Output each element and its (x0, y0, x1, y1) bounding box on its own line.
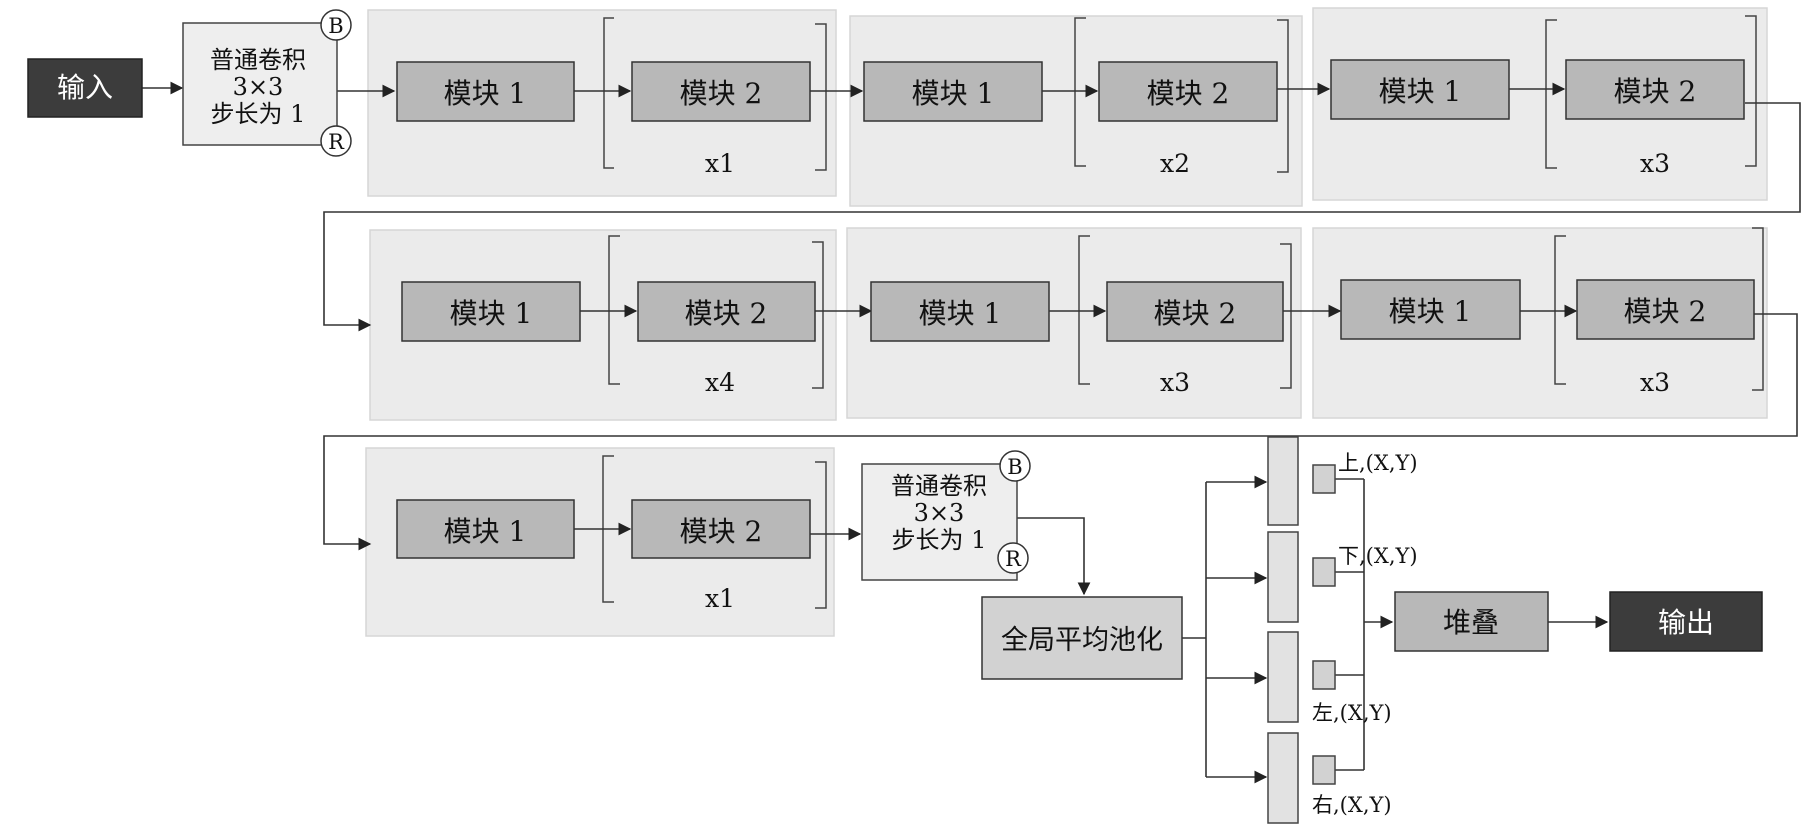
badge-r-icon (997, 542, 1029, 574)
module-blocks: 模块 1 模块 2 模块 1 模块 2 模块 1 模块 2 模块 1 模块 2 … (396, 59, 1755, 559)
bracket-left-5 (1078, 235, 1090, 385)
stage-5-module-1: 模块 1 (919, 297, 1002, 330)
badge-b: B (328, 14, 343, 38)
fc-bar-right (1267, 732, 1299, 824)
output-label: 输出 (1658, 606, 1714, 639)
bracket-right-7 (815, 461, 827, 609)
repeat-label-4: x4 (705, 368, 735, 397)
fc-out-up (1312, 464, 1336, 494)
bracket-left-4 (608, 235, 620, 385)
conv-line-3: 步长为 1 (211, 100, 306, 128)
stage-1-module-1: 模块 1 (444, 77, 527, 110)
stage-7-module-2: 模块 2 (680, 515, 763, 548)
fc-out-right (1312, 755, 1336, 785)
branch-label-right: 右,(X,Y) (1312, 793, 1392, 817)
badge-r: R (328, 130, 345, 154)
fc-bars (1267, 436, 1299, 824)
fc-small-outputs (1312, 464, 1336, 785)
stage-2-module-2: 模块 2 (1147, 77, 1230, 110)
stage-6-module-1: 模块 1 (1389, 295, 1472, 328)
bracket-right-6 (1752, 227, 1764, 391)
stage-4-module-2: 模块 2 (685, 297, 768, 330)
output-block: 输出 (1609, 591, 1763, 652)
conv-line-2: 3×3 (914, 499, 965, 527)
fc-bar-left (1267, 631, 1299, 723)
fc-out-left (1312, 660, 1336, 690)
stage-6-module-2: 模块 2 (1624, 295, 1707, 328)
stack-label: 堆叠 (1443, 606, 1499, 639)
bracket-right-4 (812, 241, 824, 389)
fc-bar-down (1267, 531, 1299, 623)
badge-r-icon (320, 125, 352, 157)
repeat-label-3: x3 (1640, 149, 1670, 178)
conv-block-1: 普通卷积 3×3 步长为 1 B R (182, 9, 352, 157)
conv-line-3: 步长为 1 (892, 526, 987, 554)
badge-r: R (1005, 547, 1022, 571)
repeat-label-6: x3 (1640, 368, 1670, 397)
bracket-right-5 (1280, 243, 1292, 389)
bracket-left-2 (1074, 17, 1086, 167)
repeat-labels: x1 x2 x3 x4 x3 x3 x1 (705, 149, 1670, 613)
branch-label-up: 上,(X,Y) (1338, 451, 1418, 475)
repeat-brackets (602, 15, 1764, 609)
stage-7-module-1: 模块 1 (444, 515, 527, 548)
connectors (142, 81, 1801, 784)
conv-line-1: 普通卷积 (210, 46, 306, 74)
repeat-label-2: x2 (1160, 149, 1190, 178)
stack-block: 堆叠 (1394, 591, 1549, 652)
branch-label-down: 下,(X,Y) (1338, 544, 1418, 568)
repeat-label-5: x3 (1160, 368, 1190, 397)
bracket-right-3 (1745, 15, 1757, 167)
stage-1-module-2: 模块 2 (680, 77, 763, 110)
input-label: 输入 (57, 71, 113, 104)
stage-2-module-1: 模块 1 (912, 77, 995, 110)
branch-labels: 上,(X,Y) 下,(X,Y) 左,(X,Y) 右,(X,Y) (1312, 451, 1418, 817)
input-block: 输入 (27, 58, 143, 118)
bracket-left-6 (1554, 235, 1566, 385)
badge-b-icon (320, 9, 352, 41)
bracket-right-1 (815, 23, 827, 171)
repeat-label-7: x1 (705, 584, 735, 613)
conv-line-1: 普通卷积 (891, 472, 987, 500)
stage-3-module-1: 模块 1 (1379, 75, 1462, 108)
conv-line-2: 3×3 (233, 73, 284, 101)
bracket-left-1 (603, 17, 614, 169)
stage-5-module-2: 模块 2 (1154, 297, 1237, 330)
stage-4-module-1: 模块 1 (450, 297, 533, 330)
fc-out-down (1312, 557, 1336, 587)
badge-b: B (1007, 455, 1022, 479)
gap-label: 全局平均池化 (1001, 625, 1163, 656)
gap-block: 全局平均池化 (981, 596, 1183, 680)
repeat-label-1: x1 (705, 149, 735, 178)
stage-3-module-2: 模块 2 (1614, 75, 1697, 108)
fc-bar-up (1267, 436, 1299, 526)
conv-block-2: 普通卷积 3×3 步长为 1 B R (861, 450, 1031, 581)
branch-label-left: 左,(X,Y) (1312, 701, 1392, 725)
badge-b-icon (999, 450, 1031, 482)
bracket-right-2 (1277, 19, 1289, 173)
bracket-left-3 (1545, 19, 1557, 169)
